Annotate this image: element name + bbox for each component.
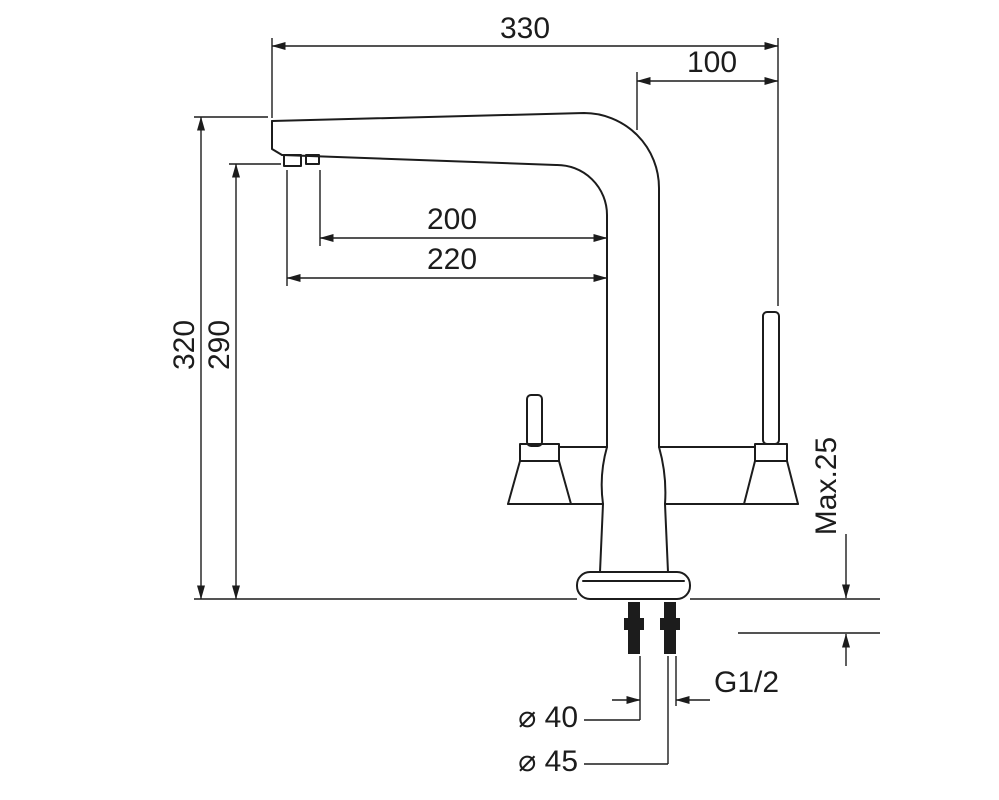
dimension-reach-aerator: 200 xyxy=(319,170,608,246)
dimension-handle-offset: 100 xyxy=(636,46,779,130)
base-flange xyxy=(576,571,691,600)
right-valve-cone xyxy=(743,460,799,505)
aerator xyxy=(283,154,302,167)
dimension-reach-tip-label: 220 xyxy=(427,243,477,276)
dimension-connection-thread: G1/2 xyxy=(612,656,779,764)
body-stem xyxy=(599,503,669,573)
spout-inner-edge xyxy=(281,154,608,448)
dimension-overall-width: 330 xyxy=(271,12,779,306)
mounting-plane-lines xyxy=(194,598,880,634)
dimension-mounting-hole-diameter-label: ⌀ 40 xyxy=(518,701,578,734)
left-tail-nut xyxy=(624,618,644,630)
dimension-handle-offset-label: 100 xyxy=(687,46,737,79)
dimension-reach-aerator-label: 200 xyxy=(427,203,477,236)
body-blend-curves xyxy=(600,446,667,505)
dimension-overall-height-label: 320 xyxy=(168,320,201,370)
dimension-base-diameter: ⌀ 45 xyxy=(518,745,668,778)
dimension-overall-height: 320 xyxy=(168,116,268,600)
dimension-mounting-hole-diameter: ⌀ 40 xyxy=(518,701,640,734)
dimension-base-diameter-label: ⌀ 45 xyxy=(518,745,578,778)
right-valve-cylinder xyxy=(754,443,788,462)
left-valve-cone xyxy=(507,460,572,505)
dimension-reach-tip: 220 xyxy=(286,170,608,286)
dimension-overall-width-label: 330 xyxy=(500,12,550,45)
left-handle-lever xyxy=(526,394,543,447)
dimension-max-deck-thickness-label: Max.25 xyxy=(810,437,843,535)
dimension-max-deck-thickness: Max.25 xyxy=(810,437,850,666)
right-tail-nut xyxy=(660,618,680,630)
left-valve-cylinder xyxy=(519,443,560,462)
right-handle-lever xyxy=(762,311,780,445)
spout-tip xyxy=(271,120,283,156)
aerator-ring xyxy=(305,154,320,165)
faucet-body xyxy=(271,112,799,654)
spout-outer-edge xyxy=(271,112,660,448)
dimension-spout-height-label: 290 xyxy=(203,320,236,370)
dimension-spout-height: 290 xyxy=(203,163,281,600)
dimension-connection-thread-label: G1/2 xyxy=(714,666,779,699)
